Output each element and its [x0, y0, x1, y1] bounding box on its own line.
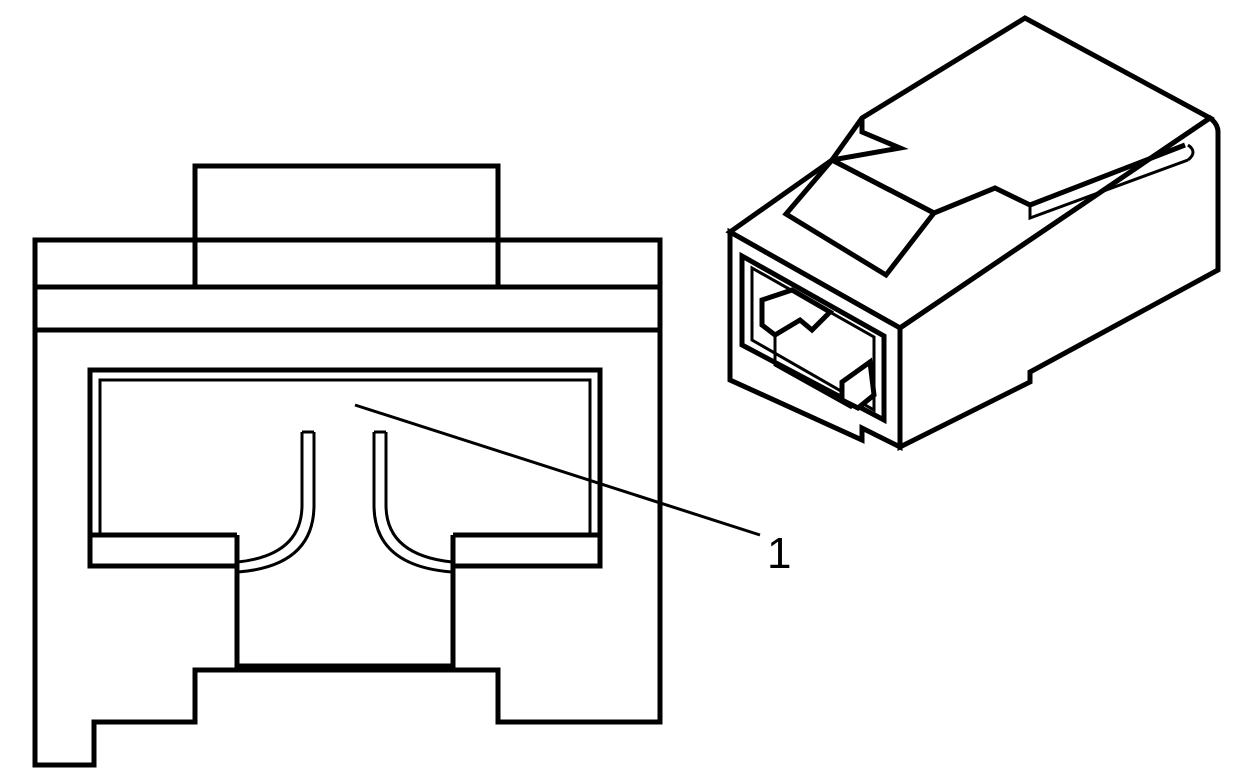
- iso-center-divider: [773, 335, 853, 410]
- iso-terminal-left: [759, 287, 835, 339]
- retainer-right-inner: [372, 432, 453, 574]
- retainer-left-inner: [237, 432, 316, 574]
- iso-side-rib: [1187, 143, 1195, 162]
- iso-right-face: [897, 114, 1221, 452]
- iso-top-rail: [933, 142, 1186, 216]
- face-body-outline: [32, 237, 663, 768]
- callout-label: 1: [767, 529, 791, 578]
- iso-top-groove: [1028, 158, 1189, 221]
- iso-front-opening: [739, 251, 887, 425]
- retainer-right: [384, 432, 453, 564]
- callout-leader-line: [354, 403, 761, 537]
- face-cavity-outline: [87, 367, 603, 669]
- connector-face-view: [32, 163, 663, 768]
- face-cavity-lip: [98, 378, 592, 535]
- iso-front-inner: [750, 265, 876, 413]
- iso-top-step: [831, 118, 909, 163]
- face-top-tab: [192, 163, 501, 290]
- callout-1: 1: [354, 403, 791, 578]
- iso-latch-edge: [830, 157, 936, 216]
- connector-isometric-view: [725, 15, 1221, 452]
- iso-terminal-right: [839, 357, 877, 411]
- retainer-left: [237, 432, 304, 564]
